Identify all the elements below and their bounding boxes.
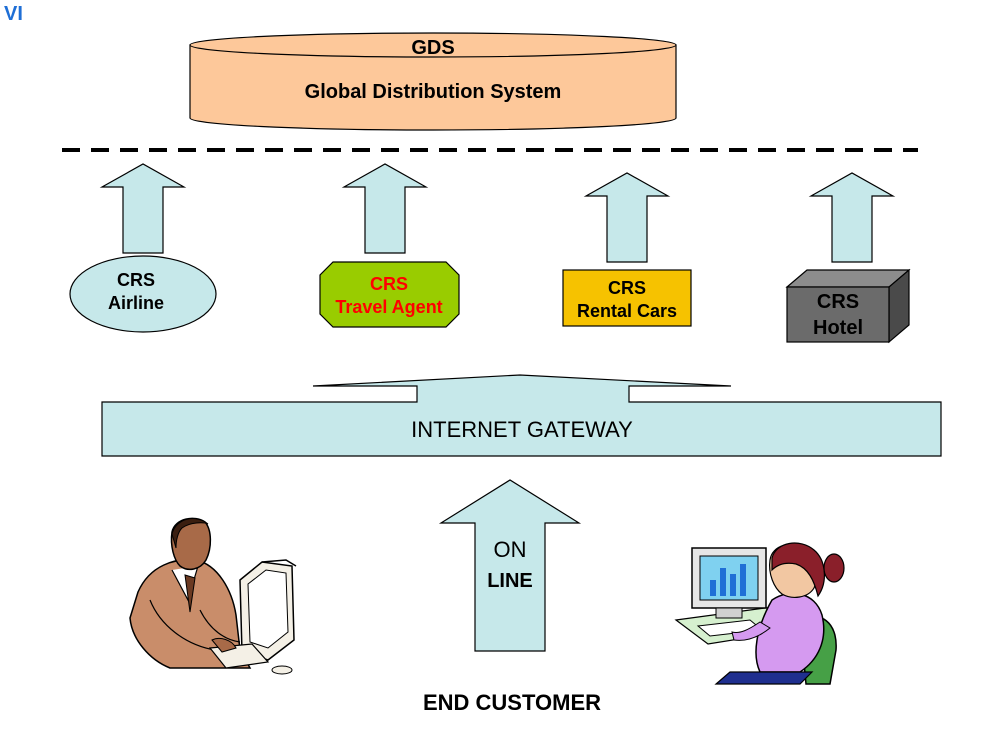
up-arrow-hotel [808, 172, 896, 263]
crs-airline-node: CRS Airline [69, 255, 217, 333]
internet-gateway-arrow: INTERNET GATEWAY [101, 374, 942, 457]
gds-title: GDS [411, 37, 454, 59]
woman-at-computer-clipart [674, 542, 845, 685]
crs-hotel-node: CRS Hotel [785, 268, 911, 344]
crs-hotel-line2: Hotel [813, 317, 863, 339]
slide-label: VI [4, 3, 23, 25]
crs-hotel-line1: CRS [817, 291, 859, 313]
crs-rental-cars-node: CRS Rental Cars [562, 269, 692, 327]
online-arrow-line1: ON [494, 537, 527, 562]
crs-airline-line1: CRS [117, 270, 155, 290]
crs-airline-line2: Airline [108, 293, 164, 313]
online-arrow: ON LINE [438, 479, 582, 652]
online-arrow-line2: LINE [487, 570, 533, 592]
up-arrow-travel-agent [341, 163, 429, 254]
end-customer-label: END CUSTOMER [423, 690, 601, 715]
up-arrow-airline [99, 163, 187, 254]
crs-travel-agent-node: CRS Travel Agent [319, 261, 460, 328]
crs-rental-cars-line2: Rental Cars [577, 301, 677, 321]
crs-rental-cars-line1: CRS [608, 278, 646, 298]
crs-travel-agent-line1: CRS [370, 274, 408, 294]
up-arrow-rental-cars [583, 172, 671, 263]
crs-travel-agent-line2: Travel Agent [335, 297, 442, 317]
internet-gateway-label: INTERNET GATEWAY [411, 417, 633, 442]
gds-subtitle: Global Distribution System [305, 81, 562, 103]
gds-cylinder: GDS Global Distribution System [189, 32, 677, 131]
man-at-computer-clipart [129, 517, 297, 675]
